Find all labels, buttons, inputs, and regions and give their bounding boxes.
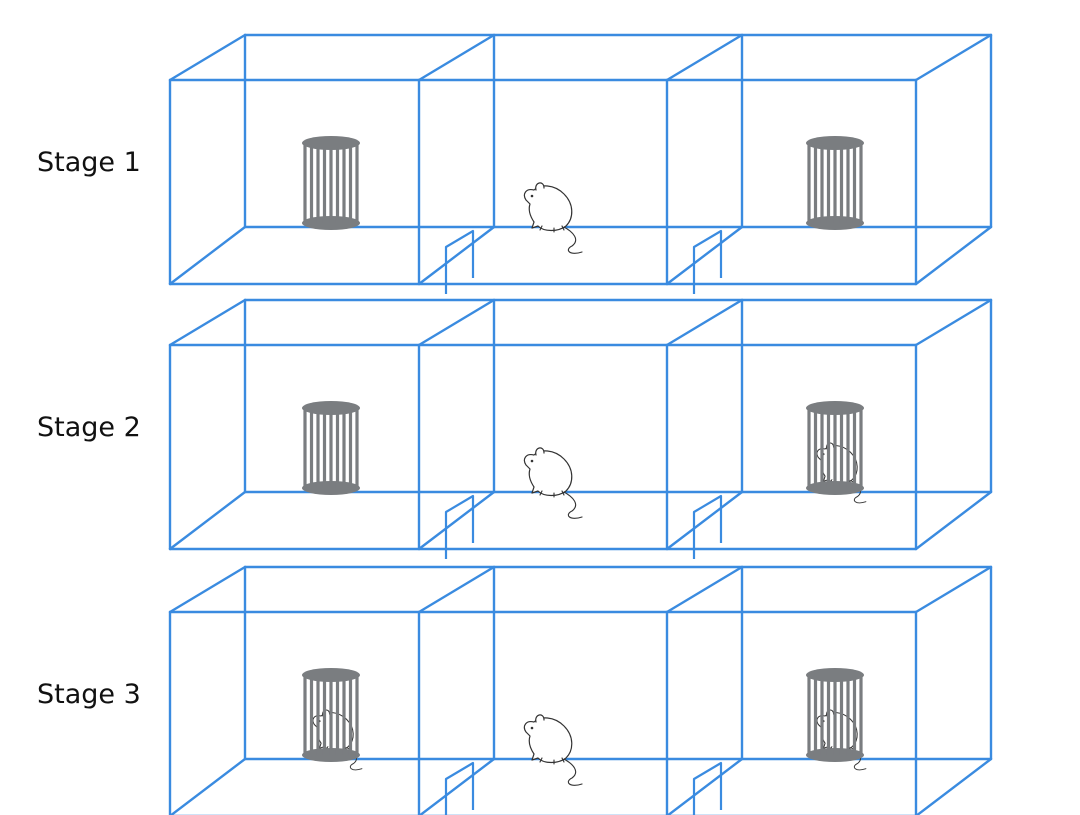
cage-lid: [806, 668, 864, 682]
stage-2-left-cage: [302, 401, 360, 495]
stage-1-apparatus: [168, 33, 993, 294]
top-diagonal-3: [914, 298, 993, 347]
cage-lid: [302, 401, 360, 415]
top-diagonal-2: [665, 298, 744, 347]
floor-diagonal-left: [169, 757, 247, 815]
top-diagonal-3: [914, 565, 993, 614]
stage-1-label: Stage 1: [37, 147, 141, 178]
floor-diagonal-left: [168, 225, 247, 286]
stage-3-apparatus: [168, 565, 993, 815]
stage-1-left-cage: [302, 136, 360, 230]
floor-diagonal-right: [914, 225, 993, 286]
top-diagonal-0: [168, 565, 247, 614]
floor-diagonal-right: [914, 490, 993, 551]
top-diagonal-2: [665, 33, 744, 82]
floor-diagonal-2: [665, 490, 744, 551]
door-left: [444, 761, 475, 815]
floor-diagonal-2: [665, 225, 744, 286]
stage-3-row: Stage 3: [37, 565, 993, 815]
floor-diagonal-right: [915, 757, 993, 815]
stage-3-label: Stage 3: [37, 679, 141, 710]
top-diagonal-1: [417, 33, 496, 82]
stage-3-left-cage: [302, 668, 363, 771]
stage-2-apparatus: [168, 298, 993, 559]
floor-diagonal-2: [666, 757, 744, 815]
cage-lid: [302, 136, 360, 150]
top-diagonal-0: [168, 33, 247, 82]
top-diagonal-0: [168, 298, 247, 347]
door-left: [444, 494, 475, 559]
stage-1-row: Stage 1: [37, 33, 993, 294]
stage-2-label: Stage 2: [37, 412, 141, 443]
door-left: [444, 229, 475, 294]
floor-diagonal-1: [417, 490, 496, 551]
floor-diagonal-1: [418, 757, 496, 815]
stage-3-center-mouse: [523, 714, 583, 786]
stage-2-center-mouse: [523, 447, 583, 519]
door-right: [692, 229, 723, 294]
floor-diagonal-left: [168, 490, 247, 551]
door-right: [692, 761, 723, 815]
top-diagonal-1: [417, 298, 496, 347]
stage-3-right-cage: [806, 668, 867, 771]
top-diagonal-2: [665, 565, 744, 614]
stage-1-center-mouse: [523, 182, 583, 254]
stage-2-right-cage: [806, 401, 867, 504]
cage-lid: [302, 668, 360, 682]
top-diagonal-1: [417, 565, 496, 614]
cage-lid: [806, 136, 864, 150]
cage-lid: [806, 401, 864, 415]
stage-2-row: Stage 2: [37, 298, 993, 559]
top-diagonal-3: [914, 33, 993, 82]
door-right: [692, 494, 723, 559]
stage-1-right-cage: [806, 136, 864, 230]
floor-diagonal-1: [417, 225, 496, 286]
